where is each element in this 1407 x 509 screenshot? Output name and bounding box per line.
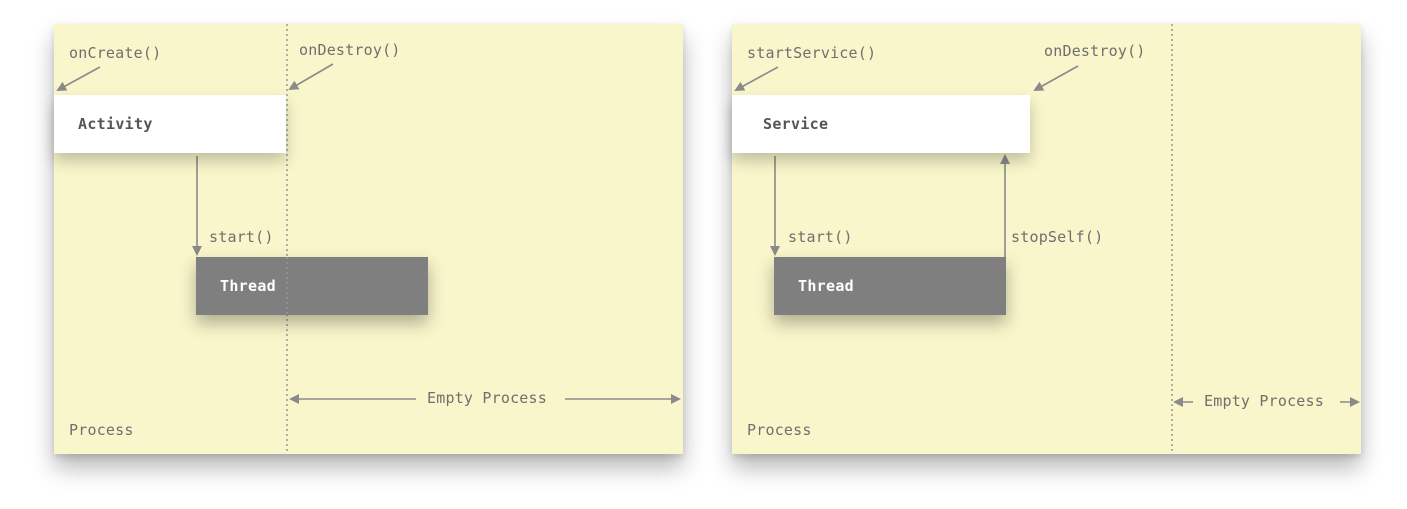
activity-box: Activity: [54, 95, 286, 153]
right-empty-process-label: Empty Process: [1204, 392, 1324, 410]
left-ondestroy-label: onDestroy(): [299, 41, 401, 59]
right-thread-box: Thread: [774, 257, 1006, 315]
right-process-label: Process: [747, 421, 812, 439]
left-thread-box-label: Thread: [220, 277, 276, 295]
activity-box-label: Activity: [78, 115, 153, 133]
left-oncreate-label: onCreate(): [69, 44, 162, 62]
right-startservice-arrow: [734, 66, 779, 91]
right-ondestroy-arrow: [1033, 65, 1079, 91]
right-stopself-label: stopSelf(): [1011, 228, 1104, 246]
left-process-label: Process: [69, 421, 134, 439]
left-start-label: start(): [209, 228, 274, 246]
service-box-label: Service: [763, 115, 829, 133]
left-thread-box: Thread: [196, 257, 428, 315]
service-box: Service: [732, 95, 1030, 153]
right-startservice-label: startService(): [747, 44, 877, 62]
right-ondestroy-label: onDestroy(): [1044, 42, 1146, 60]
right-thread-box-label: Thread: [798, 277, 854, 295]
left-empty-process-label: Empty Process: [427, 389, 547, 407]
left-ondestroy-arrow: [288, 63, 334, 91]
right-start-label: start(): [788, 228, 853, 246]
left-oncreate-arrow: [56, 66, 101, 91]
